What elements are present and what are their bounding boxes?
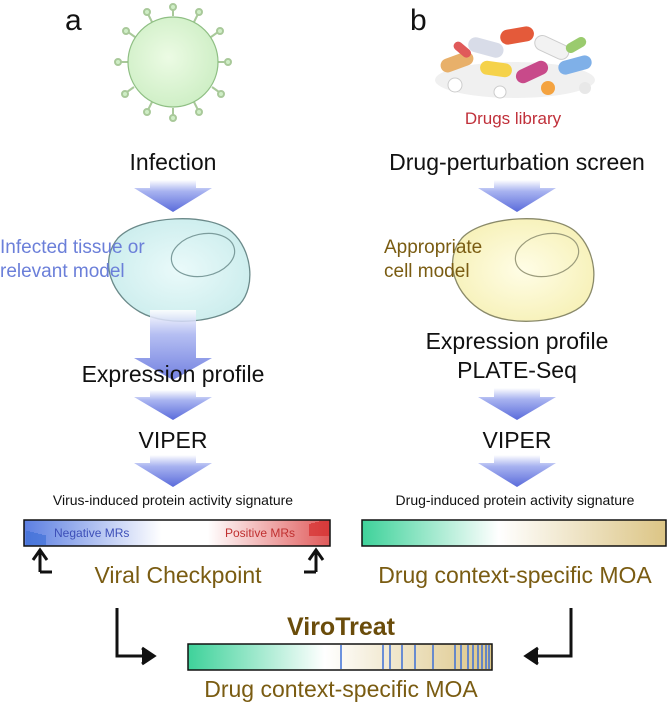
negative-mrs-label: Negative MRs (54, 526, 129, 540)
viral-signature-bar: Negative MRs Positive MRs (23, 519, 331, 547)
viper-arrow-a2 (134, 455, 212, 487)
virotreat-title: ViroTreat (287, 613, 396, 641)
expression-label-b1: Expression profile (426, 328, 609, 354)
viper-arrow-a1 (134, 390, 212, 420)
left-elbow-arrow (115, 608, 157, 666)
expression-label-a: Expression profile (82, 361, 265, 387)
virotreat-moa-label: Drug context-specific MOA (204, 676, 478, 702)
viper-label-b: VIPER (482, 427, 551, 453)
virus-signature-label: Virus-induced protein activity signature (53, 492, 293, 508)
tissue-label-line1: Infected tissue or (0, 237, 145, 258)
positive-mr-ticks (309, 521, 329, 536)
viper-arrow-b2 (478, 455, 556, 487)
checkpoint-arrows (31, 547, 325, 574)
tissue-label-line2: relevant model (0, 261, 125, 282)
drugs-library-label: Drugs library (465, 109, 562, 128)
viper-arrow-b1 (478, 388, 556, 420)
right-elbow-arrow (523, 608, 573, 666)
cell-model-icon (452, 218, 595, 322)
viper-label-a: VIPER (138, 427, 207, 453)
infection-label: Infection (130, 149, 217, 175)
panel-a-letter: a (65, 4, 82, 37)
virus-icon (114, 3, 232, 122)
expression-label-b2: PLATE-Seq (457, 357, 577, 383)
panel-b-letter: b (410, 4, 427, 37)
virotreat-bar (187, 643, 493, 671)
drug-signature-bar (361, 519, 667, 547)
infection-arrow (134, 180, 212, 212)
expression-arrow-a (134, 310, 212, 380)
screen-arrow (478, 180, 556, 212)
viral-checkpoint-label: Viral Checkpoint (94, 562, 262, 588)
positive-mrs-label: Positive MRs (225, 526, 295, 540)
cell-label-line1: Appropriate (384, 237, 482, 258)
negative-mr-ticks (26, 531, 46, 545)
cell-label-line2: cell model (384, 261, 470, 282)
infected-tissue-icon (108, 218, 251, 322)
virotreat-hit-lines (340, 645, 490, 669)
drug-moa-label: Drug context-specific MOA (378, 562, 652, 588)
drug-signature-label: Drug-induced protein activity signature (396, 492, 635, 508)
screen-label: Drug-perturbation screen (389, 149, 645, 175)
drugs-pills-icon (435, 26, 595, 99)
